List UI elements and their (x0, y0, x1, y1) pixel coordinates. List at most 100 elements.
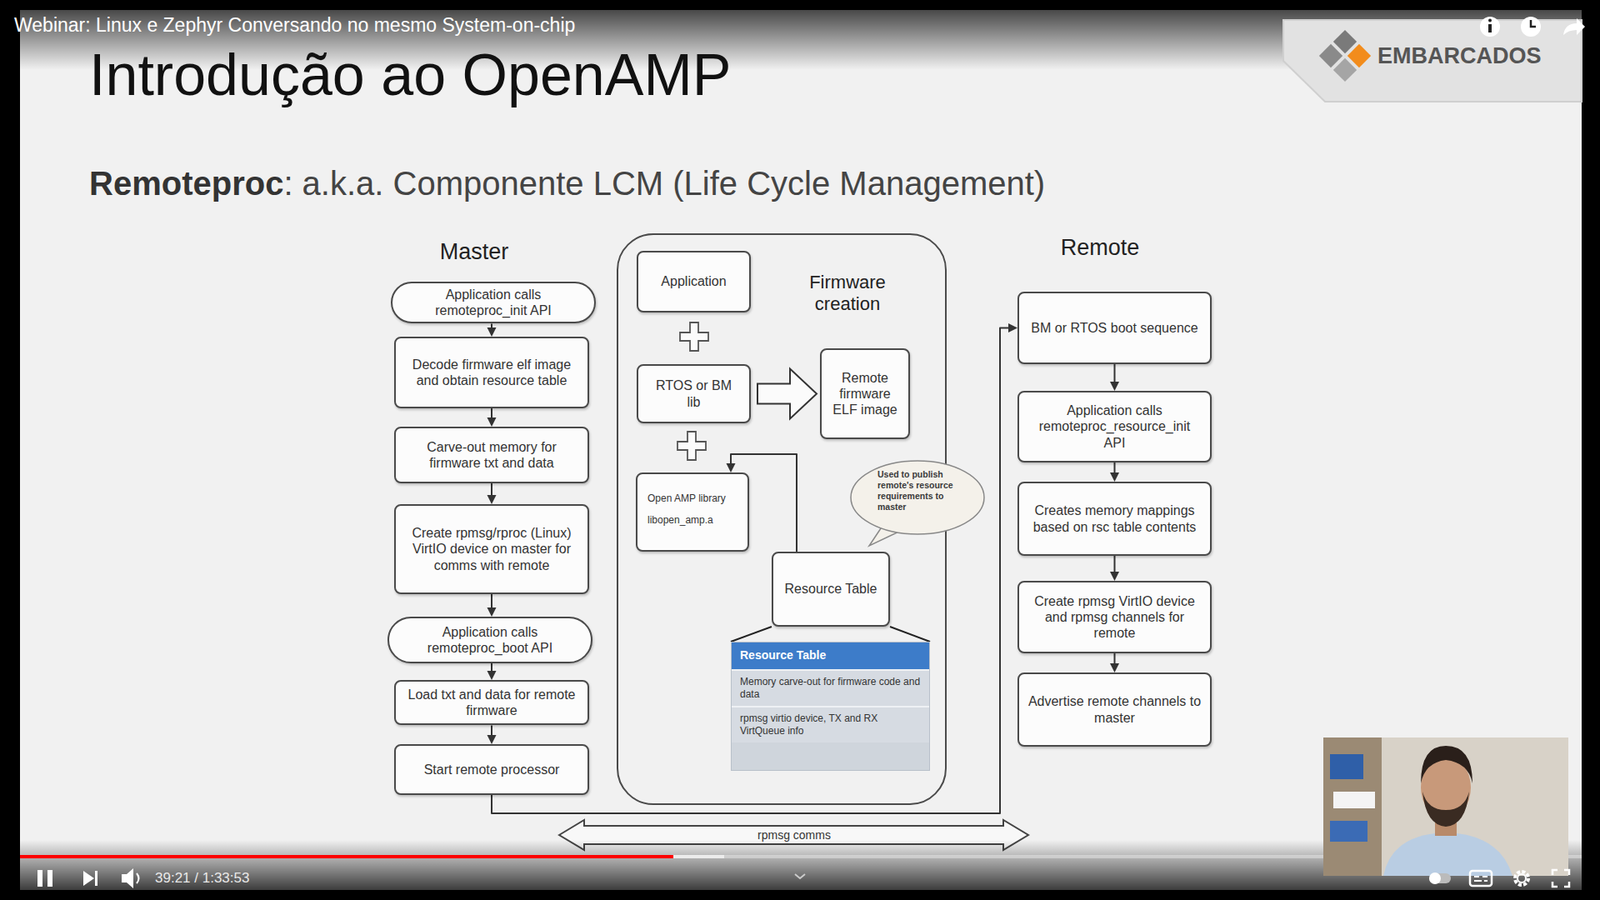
table-cell: Memory carve-out for firmware code and d… (731, 669, 930, 706)
connector-line (1114, 462, 1116, 473)
label-wrap: EMBARCADOS (1377, 42, 1542, 70)
library-box: Open AMP librarylibopen_amp.a (635, 472, 750, 552)
connector (487, 663, 497, 680)
connector (1110, 555, 1120, 581)
connector (1110, 364, 1120, 391)
node-text: Creates memory mappings based on rsc tab… (1027, 502, 1202, 535)
webcam-person (1422, 791, 1470, 827)
info-icon (1488, 24, 1492, 33)
node-text: Open AMP library (647, 492, 741, 505)
connector-line (1114, 364, 1116, 382)
info-icon (1480, 16, 1500, 37)
logo-square (1333, 58, 1357, 82)
process-box: Create rpmsg VirtIO device and rpmsg cha… (1017, 580, 1212, 654)
slide-background (20, 10, 1582, 890)
clock-icon (1520, 16, 1541, 37)
arrow-head (1110, 571, 1120, 581)
node-text: Carve-out memory for firmware txt and da… (404, 439, 580, 471)
start-end-box: Application calls remoteproc_init API (390, 281, 596, 324)
node-text: RTOS or BM lib (655, 377, 733, 410)
title-wrap: Introdução ao OpenAMP (89, 45, 731, 105)
logo-square (1333, 30, 1357, 54)
volume-icon (121, 868, 134, 889)
arrow-head (487, 670, 497, 680)
label-wrap: Remote (1016, 234, 1184, 261)
plus-symbol (677, 431, 706, 460)
arrow-head (487, 735, 497, 745)
webcam-wall (1323, 737, 1569, 876)
connector (487, 725, 497, 745)
label-wrap: rpmsg comms (710, 827, 878, 843)
node-text: Used to publish remote's resource requir… (877, 469, 956, 513)
pause-icon (37, 870, 43, 887)
node-text: Advertise remote channels to master (1027, 693, 1202, 725)
node-text: Application calls remoteproc_resource_in… (1027, 402, 1202, 451)
process-box: Create rpmsg/rproc (Linux) VirtIO device… (394, 504, 590, 595)
subtitles-icon (1470, 870, 1492, 886)
connector-line (490, 408, 493, 418)
connector (1110, 462, 1120, 482)
logo-text: EMBARCADOS (1377, 42, 1542, 70)
node-text: Application (660, 273, 726, 290)
node-text: Remote firmware ELF image (828, 370, 902, 419)
subtitle-text: : a.k.a. Componente LCM (Life Cycle Mana… (283, 165, 1045, 202)
node-text: Create rpmsg VirtIO device and rpmsg cha… (1027, 593, 1202, 642)
column-heading: Master (390, 238, 558, 265)
connector (1110, 653, 1120, 673)
webcam-shelf (1323, 737, 1382, 876)
connector-line (490, 323, 493, 328)
process-box: Advertise remote channels to master (1017, 672, 1212, 747)
resource-table: Resource TableMemory carve-out for firmw… (730, 641, 930, 771)
share-icon (1563, 18, 1585, 35)
connector-line (490, 594, 493, 608)
progress-buffer (20, 855, 725, 859)
node-text: Firmware creation (785, 271, 910, 316)
arrow-head (487, 495, 497, 505)
connector-line (1114, 653, 1116, 664)
pause-icon (47, 870, 53, 887)
node-text: Application calls remoteproc_boot API (409, 624, 571, 656)
next-icon (95, 870, 98, 886)
bubble-body (850, 460, 985, 535)
node-text: Resource Table (785, 580, 878, 597)
arrow-head (1008, 323, 1018, 333)
node-text: BM or RTOS boot sequence (1030, 320, 1198, 336)
connector (487, 594, 497, 617)
start-end-box: Application calls remoteproc_boot API (387, 616, 593, 664)
zoom-line (730, 626, 772, 642)
process-box: BM or RTOS boot sequence (1017, 291, 1212, 365)
label-wrap: Webinar: Linux e Zephyr Conversando no m… (14, 14, 575, 38)
settings-icon (1515, 871, 1529, 885)
arrow-head (1110, 663, 1120, 673)
arrow-head (726, 463, 736, 473)
group-frame: Firmware creation ApplicationRTOS or BM l… (616, 233, 947, 805)
process-box: Carve-out memory for firmware txt and da… (394, 426, 590, 484)
connector-line (1114, 555, 1116, 572)
chevron-icon (795, 874, 805, 879)
process-box: Application calls remoteproc_resource_in… (1017, 390, 1212, 463)
node-text: Application calls remoteproc_init API (412, 286, 575, 319)
subtitle-line: Remoteproc: a.k.a. Componente LCM (Life … (89, 163, 1045, 204)
node-text: Load txt and data for remote firmware (404, 686, 580, 719)
logo-icon (1319, 30, 1371, 82)
zoom-line (890, 626, 930, 642)
process-box: Resource Table (771, 551, 890, 627)
arrow-head (1110, 472, 1120, 482)
process-box: Creates memory mappings based on rsc tab… (1017, 481, 1212, 556)
connector (757, 369, 817, 420)
process-box: Load txt and data for remote firmware (394, 680, 590, 725)
connector-line (490, 483, 493, 495)
callout-bubble: Used to publish remote's resource requir… (849, 459, 986, 536)
settings-icon (1517, 874, 1526, 883)
time-display: 39:21 / 1:33:53 (155, 870, 250, 887)
webcam-book (1330, 754, 1364, 780)
arrow-head (1110, 381, 1120, 391)
video-title: Webinar: Linux e Zephyr Conversando no m… (14, 14, 575, 38)
node-text: Start remote processor (424, 761, 560, 778)
connector (487, 408, 497, 427)
table-cell: rpmsg virtio device, TX and RX VirtQueue… (731, 705, 930, 743)
process-box: Application (636, 250, 751, 313)
connector (487, 483, 497, 505)
arrow-head (487, 607, 497, 617)
autoplay-toggle (1429, 872, 1441, 885)
